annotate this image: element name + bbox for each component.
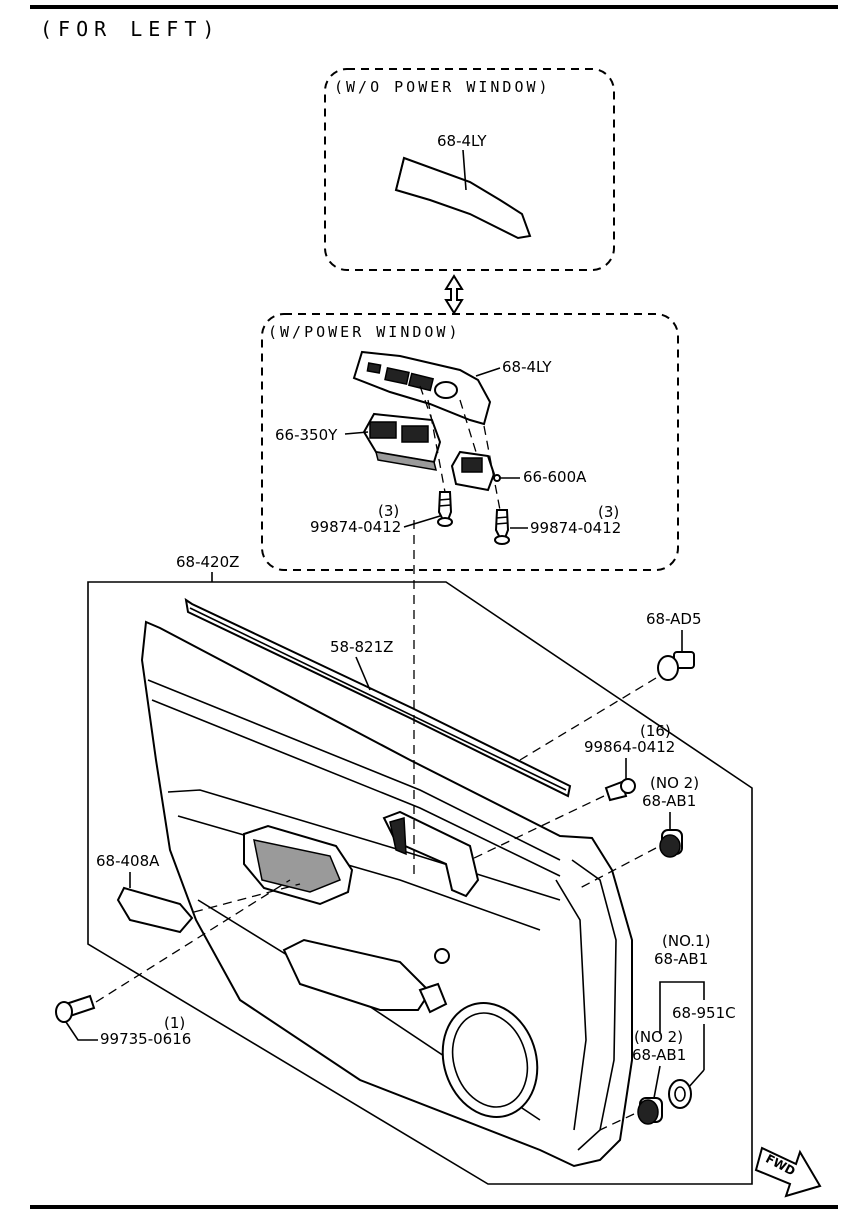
- leader-screw-left: [403, 515, 441, 528]
- callout-screw-bottom-qty: (1): [164, 1014, 185, 1032]
- callout-fastener-no2-lower-qty: (NO 2): [634, 1028, 683, 1046]
- callout-fastener-no1-qty: (NO.1): [662, 932, 710, 950]
- leader-trim-upper-w: [475, 367, 501, 377]
- variant-label-with-power-window: (W/POWER WINDOW): [268, 323, 461, 341]
- trim-upper-panel-plain: [394, 156, 532, 240]
- callout-fastener-no2-upper-qty: (NO 2): [650, 774, 699, 792]
- callout-screw-right-qty: (3): [598, 503, 619, 521]
- callout-fastener-no1: 68-AB1: [654, 950, 708, 968]
- callout-screw-bottom: 99735-0616: [100, 1030, 191, 1048]
- clip-icon: [657, 651, 695, 681]
- alignment-line-bottom-screw: [95, 879, 291, 1003]
- callout-door-trim-assy: 68-420Z: [176, 553, 239, 571]
- callout-window-switch: 66-350Y: [275, 426, 338, 444]
- leader-grommet-link: [687, 1069, 705, 1089]
- callout-screw-trim-qty: (16): [640, 722, 671, 740]
- leader-fastener-no1: [659, 981, 705, 1034]
- fastener-icon: [659, 829, 683, 858]
- leader-weatherstrip: [355, 656, 371, 691]
- callout-screw-left: 99874-0412: [310, 518, 401, 536]
- callout-screw-left-qty: (3): [378, 502, 399, 520]
- alignment-line-fastener-lower: [599, 1113, 635, 1131]
- page-title: (FOR LEFT): [40, 17, 220, 41]
- leader-window-switch: [344, 431, 369, 435]
- weatherstrip-belt-molding: [184, 597, 572, 798]
- assembly-outline: [87, 581, 753, 1185]
- callout-trim-upper-w: 68-4LY: [502, 358, 552, 376]
- door-trim-panel: [140, 620, 633, 1168]
- variant-box-with-power-window: [261, 313, 679, 571]
- fwd-arrow-icon: [754, 1146, 822, 1198]
- screw-icon: [604, 778, 636, 802]
- screw-icon: [494, 509, 510, 545]
- variant-box-without-power-window: [324, 68, 615, 271]
- alignment-line-trim-screw: [469, 795, 605, 861]
- handle-cover: [116, 886, 194, 934]
- variant-label-without-power-window: (W/O POWER WINDOW): [334, 78, 551, 96]
- leader-trim-upper-wo: [462, 149, 467, 191]
- power-window-switch: [362, 412, 442, 471]
- screw-icon: [55, 994, 96, 1023]
- callout-trim-upper-wo: 68-4LY: [437, 132, 487, 150]
- mirror-switch: [450, 450, 501, 492]
- alignment-line-handle-cover: [193, 883, 301, 913]
- alignment-line-switch: [419, 385, 433, 421]
- callout-handle-cover: 68-408A: [96, 852, 160, 870]
- callout-fastener-no2-upper: 68-AB1: [642, 792, 696, 810]
- fastener-icon: [637, 1097, 663, 1125]
- callout-mirror-switch: 66-600A: [523, 468, 587, 486]
- interchange-arrow-icon: [444, 274, 464, 315]
- callout-screw-right: 99874-0412: [530, 519, 621, 537]
- screw-icon: [437, 491, 453, 527]
- callout-clip-ad5: 68-AD5: [646, 610, 702, 628]
- alignment-line-screw-left: [427, 399, 446, 493]
- grommet-icon: [668, 1079, 692, 1109]
- callout-fastener-no2-lower: 68-AB1: [632, 1046, 686, 1064]
- callout-screw-trim: 99864-0412: [584, 738, 675, 756]
- callout-grommet: 68-951C: [672, 1004, 736, 1022]
- leader-screw-bottom: [65, 1021, 98, 1041]
- trim-upper-panel-with-switch-holes: [352, 350, 492, 426]
- callout-weatherstrip: 58-821Z: [330, 638, 393, 656]
- alignment-line-clip: [519, 677, 657, 761]
- leader-fastener-no2-lower: [653, 1065, 661, 1099]
- alignment-line-mirror: [459, 399, 477, 453]
